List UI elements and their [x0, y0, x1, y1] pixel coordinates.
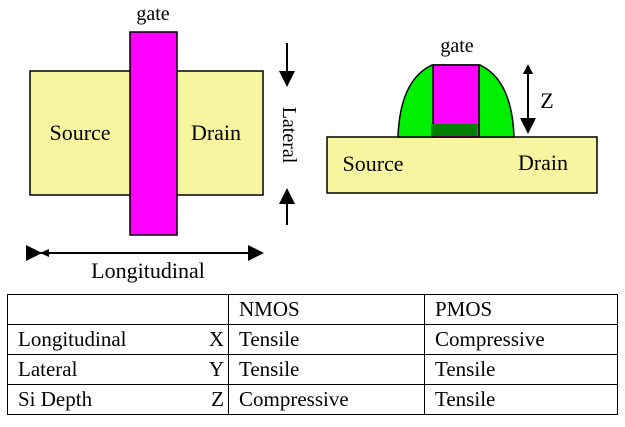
- direction-cell: Lateral Y: [7, 354, 229, 385]
- cross-section-view: gate Z Source Drain: [326, 35, 598, 194]
- axis: Z: [211, 387, 224, 411]
- strain-table: NMOS PMOS Longitudinal X Tensile Compress…: [7, 294, 618, 415]
- planar-view: gate Source Drain Lateral Longitudinal: [26, 3, 300, 283]
- direction-cell: Longitudinal X: [7, 324, 229, 355]
- drain-label: Drain: [191, 120, 241, 145]
- transistor-diagram: gate Source Drain Lateral Longitudinal g…: [26, 3, 598, 283]
- pmos-cell: Compressive: [424, 324, 618, 355]
- drain-label: Drain: [518, 150, 568, 175]
- pmos-cell: Tensile: [424, 384, 618, 415]
- gate-label: gate: [440, 35, 473, 57]
- axis: X: [208, 327, 224, 351]
- table-row: Lateral Y Tensile Tensile: [7, 354, 618, 385]
- direction: Si Depth: [18, 387, 93, 411]
- direction-cell: Si Depth Z: [7, 384, 229, 415]
- nmos-cell: Tensile: [228, 324, 425, 355]
- direction: Lateral: [18, 357, 78, 381]
- nmos-cell: Tensile: [228, 354, 425, 385]
- direction: Longitudinal: [18, 327, 127, 351]
- axis: Y: [208, 357, 224, 381]
- table-row: Si Depth Z Compressive Tensile: [7, 384, 618, 415]
- lateral-label: Lateral: [278, 107, 300, 164]
- source-label: Source: [342, 151, 403, 176]
- nmos-cell: Compressive: [228, 384, 425, 415]
- table-header-row: NMOS PMOS: [7, 294, 618, 325]
- gate-label: gate: [136, 3, 169, 25]
- header-cell: PMOS: [424, 294, 618, 325]
- table-row: Longitudinal X Tensile Compressive: [7, 324, 618, 355]
- gate: [129, 31, 178, 236]
- header-cell: [7, 294, 229, 325]
- pmos-cell: Tensile: [424, 354, 618, 385]
- z-label: Z: [540, 88, 553, 113]
- header-cell: NMOS: [228, 294, 425, 325]
- longitudinal-label: Longitudinal: [91, 258, 205, 283]
- gate-oxide: [431, 124, 477, 136]
- source-label: Source: [49, 120, 110, 145]
